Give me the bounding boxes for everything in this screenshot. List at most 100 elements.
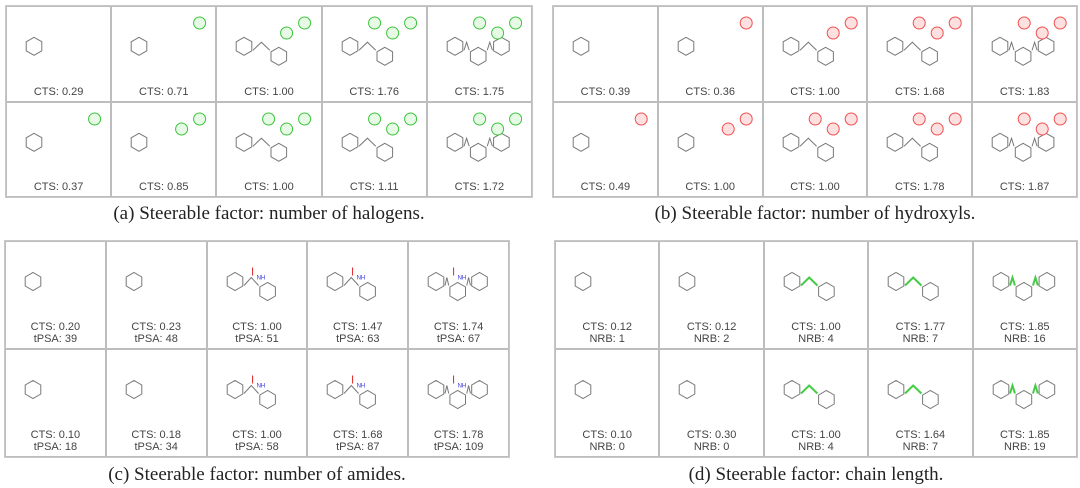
- property-value: tPSA: 87: [336, 441, 380, 453]
- molecule-structure: [572, 36, 590, 56]
- molecule-structure: [236, 112, 312, 162]
- svg-text:NH: NH: [458, 384, 467, 390]
- property-value: NRB: 7: [902, 333, 939, 345]
- molecule-structure: NH: [427, 375, 488, 410]
- molecule-structure: [782, 16, 858, 66]
- cts-value: CTS: 0.85: [139, 181, 189, 193]
- cts-value: CTS: 1.75: [454, 85, 505, 98]
- molecule-structure: [341, 16, 417, 66]
- molecule-structure: [887, 379, 939, 410]
- cts-value: CTS: 1.83: [999, 85, 1050, 98]
- molecule-cell: CTS: 1.78: [867, 101, 973, 197]
- cts-value: CTS: 1.00: [791, 429, 841, 441]
- molecule-structure: NH: [327, 267, 377, 302]
- cts-value: CTS: 1.87: [999, 181, 1050, 193]
- score-label: CTS: 1.00: [764, 86, 867, 98]
- molecule-structure: [992, 379, 1055, 410]
- molecule-structure: [887, 16, 963, 66]
- score-label: CTS: 0.71: [112, 86, 215, 98]
- score-label: CTS: 1.78: [868, 181, 971, 193]
- cts-value: CTS: 0.36: [685, 85, 735, 98]
- score-label: CTS: 1.83: [973, 86, 1076, 98]
- panel-caption: (b) Steerable factor: number of hydroxyl…: [654, 203, 976, 224]
- cts-value: CTS: 1.00: [244, 85, 294, 98]
- molecule-structure: [446, 16, 522, 66]
- property-value: tPSA: 39: [33, 333, 78, 345]
- molecule-structure: [446, 112, 522, 162]
- molecule-structure: [887, 112, 963, 162]
- cts-value: CTS: 1.00: [790, 85, 840, 98]
- molecule-cell: CTS: 0.39: [553, 6, 658, 102]
- cts-value: CTS: 1.85: [1000, 321, 1050, 333]
- property-value: NRB: 0: [693, 441, 730, 453]
- score-label: CTS: 1.68: [868, 86, 971, 98]
- cts-value: CTS: 1.00: [790, 181, 840, 193]
- molecule-structure: NH: [226, 375, 276, 410]
- svg-text:NH: NH: [357, 276, 366, 282]
- molecule-cell: CTS: 1.00: [762, 6, 868, 102]
- property-value: tPSA: 58: [235, 441, 279, 453]
- molecule-structure: [236, 16, 312, 66]
- cts-value: CTS: 0.39: [580, 85, 631, 98]
- molecule-structure: [574, 379, 592, 400]
- cts-value: CTS: 1.64: [895, 429, 946, 441]
- cts-value: CTS: 1.68: [895, 85, 945, 98]
- cts-value: CTS: 0.10: [582, 429, 632, 441]
- property-value: tPSA: 51: [235, 333, 279, 345]
- cts-value: CTS: 1.11: [349, 181, 399, 193]
- molecule-structure: [679, 271, 696, 292]
- score-label: CTS: 1.00: [659, 181, 762, 193]
- panel-caption: (c) Steerable factor: number of amides.: [108, 464, 406, 485]
- molecule-structure: [992, 271, 1055, 302]
- score-label: CTS: 0.39: [554, 86, 657, 98]
- score-label: CTS: 0.85: [112, 181, 215, 193]
- score-label: CTS: 0.49: [554, 181, 657, 193]
- molecule-cell: CTS: 0.36: [657, 6, 763, 102]
- molecule-structure: [783, 271, 835, 302]
- cts-value: CTS: 1.00: [232, 429, 282, 441]
- molecule-structure: [887, 271, 939, 302]
- molecule-cell: CTS: 0.29: [6, 6, 112, 102]
- molecule-cell: CTS: 0.85: [111, 101, 217, 197]
- cts-value: CTS: 0.29: [33, 85, 84, 98]
- molecule-cell: CTS: 1.00: [762, 101, 868, 197]
- property-value: NRB: 2: [693, 333, 730, 345]
- molecule-structure: [130, 16, 207, 56]
- molecule-structure: [991, 16, 1067, 66]
- molecule-cell: CTS: 1.75: [426, 6, 532, 102]
- property-value: tPSA: 109: [433, 441, 484, 453]
- cts-value: CTS: 1.78: [433, 429, 484, 441]
- molecule-structure: [783, 379, 835, 410]
- score-label: CTS: 1.00: [217, 181, 320, 193]
- property-value: NRB: 1: [589, 333, 625, 345]
- molecule-cell: CTS: 1.00: [657, 101, 763, 197]
- property-value: tPSA: 18: [33, 441, 78, 453]
- score-label: CTS: 1.72: [428, 181, 531, 193]
